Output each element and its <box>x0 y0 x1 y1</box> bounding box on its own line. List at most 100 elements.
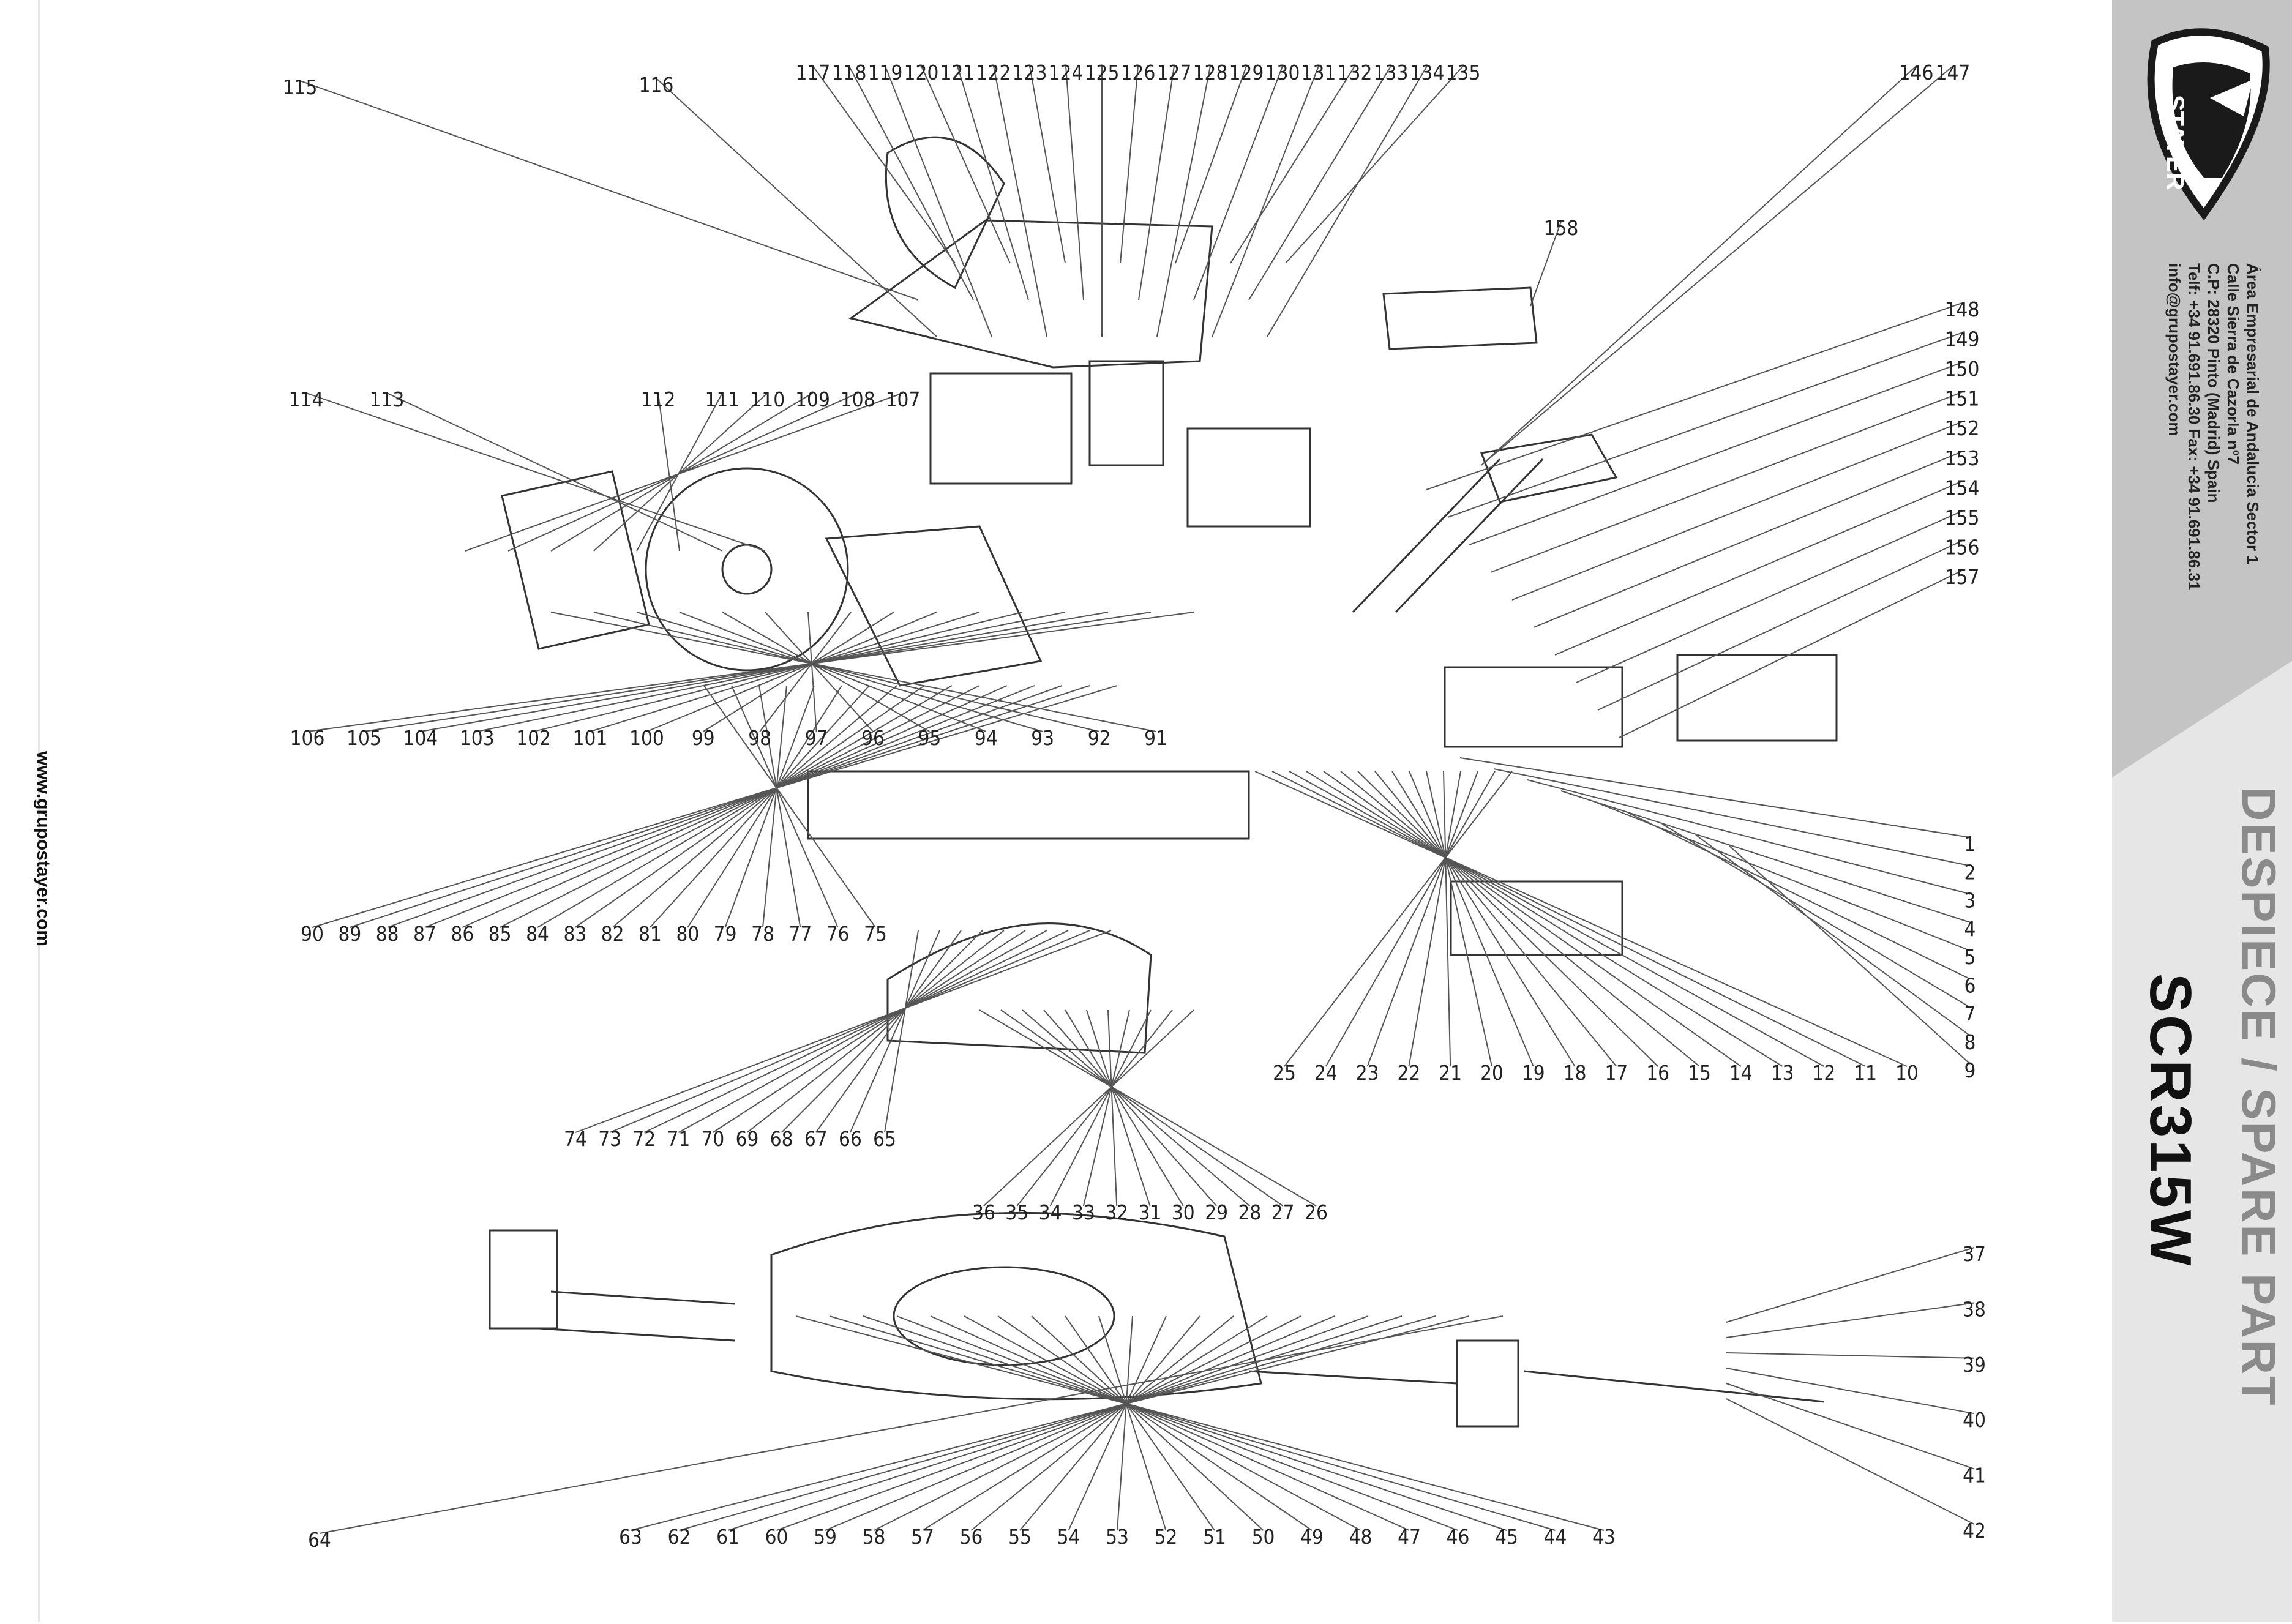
leader-line-134 <box>1267 65 1428 337</box>
slide-rod-a <box>1352 458 1501 613</box>
callout-label-153: 153 <box>1945 446 1980 470</box>
leader-line-107 <box>465 392 904 552</box>
leader-line-118 <box>848 65 974 301</box>
leader-line-85 <box>500 685 980 928</box>
callout-label-45: 45 <box>1495 1525 1518 1549</box>
table-top <box>848 219 1213 369</box>
callout-label-25: 25 <box>1273 1061 1296 1085</box>
callout-label-37: 37 <box>1963 1242 1986 1266</box>
leader-line-32 <box>1107 1009 1118 1207</box>
leader-line-114 <box>305 392 766 552</box>
leader-line-78 <box>762 685 787 928</box>
leader-line-111 <box>636 392 723 552</box>
leader-line-153 <box>1533 451 1963 628</box>
callout-label-29: 29 <box>1205 1200 1228 1224</box>
leader-line-86 <box>462 685 1008 928</box>
leader-line-103 <box>477 612 1066 732</box>
callout-label-55: 55 <box>1008 1525 1032 1549</box>
leader-line-54 <box>1068 1315 1167 1531</box>
leader-line-51 <box>1065 1315 1215 1531</box>
leader-line-20 <box>1426 771 1492 1067</box>
leader-line-74 <box>575 930 1112 1133</box>
leader-line-9 <box>1729 845 1971 1065</box>
callout-label-156: 156 <box>1945 535 1980 559</box>
leader-line-149 <box>1447 332 1963 518</box>
leader-line-122 <box>993 65 1047 337</box>
email-address[interactable]: info@grupostayer.com <box>2165 263 2184 436</box>
leader-line-42 <box>1726 1398 1975 1525</box>
callout-label-112: 112 <box>641 387 676 411</box>
accessory-158 <box>1382 286 1538 350</box>
leader-line-17 <box>1374 771 1617 1067</box>
callout-label-7: 7 <box>1964 1002 1976 1026</box>
callout-label-2: 2 <box>1964 860 1976 884</box>
leader-line-132 <box>1230 65 1355 264</box>
guard-block <box>929 372 1073 485</box>
leader-line-128 <box>1156 65 1211 337</box>
machine-parts-drawing <box>489 136 1838 1428</box>
callout-label-97: 97 <box>805 726 828 750</box>
leader-line-48 <box>964 1315 1361 1531</box>
leader-line-158 <box>1530 221 1562 307</box>
callout-label-14: 14 <box>1729 1061 1753 1085</box>
leader-line-40 <box>1726 1368 1975 1415</box>
callout-label-90: 90 <box>301 922 324 946</box>
callout-label-69: 69 <box>736 1127 759 1151</box>
leader-line-156 <box>1597 540 1963 711</box>
callout-label-5: 5 <box>1964 945 1976 969</box>
callout-label-42: 42 <box>1963 1519 1986 1543</box>
leader-line-71 <box>678 930 1047 1133</box>
leader-line-56 <box>970 1315 1234 1531</box>
leader-line-76 <box>731 685 839 928</box>
callout-label-100: 100 <box>629 726 664 750</box>
base-table <box>770 1211 1262 1401</box>
callout-label-104: 104 <box>403 726 438 750</box>
callout-label-82: 82 <box>601 922 624 946</box>
leader-line-150 <box>1469 362 1963 545</box>
leader-line-67 <box>815 930 962 1133</box>
leader-line-130 <box>1193 65 1283 301</box>
callout-label-19: 19 <box>1522 1061 1545 1085</box>
fence-bar <box>807 770 1250 840</box>
callout-label-1: 1 <box>1964 832 1976 856</box>
leader-line-13 <box>1306 771 1783 1067</box>
callout-label-35: 35 <box>1005 1200 1028 1224</box>
callout-label-41: 41 <box>1963 1464 1986 1487</box>
callout-label-125: 125 <box>1085 61 1120 84</box>
leader-line-102 <box>533 612 1023 732</box>
callout-label-81: 81 <box>639 922 662 946</box>
callout-label-24: 24 <box>1314 1061 1338 1085</box>
model-number: SCR315W <box>2138 973 2203 1268</box>
leader-line-65 <box>884 930 919 1133</box>
leader-line-50 <box>1031 1315 1264 1531</box>
leader-line-75 <box>703 685 876 928</box>
turntable-disc <box>893 1266 1115 1366</box>
callout-label-27: 27 <box>1271 1200 1295 1224</box>
callout-label-66: 66 <box>839 1127 862 1151</box>
callout-label-21: 21 <box>1439 1061 1462 1085</box>
leader-line-155 <box>1576 510 1963 683</box>
callout-label-110: 110 <box>750 387 785 411</box>
leader-line-33 <box>1082 1009 1130 1207</box>
callout-label-103: 103 <box>460 726 495 750</box>
leader-line-120 <box>921 65 1011 264</box>
callout-label-119: 119 <box>868 61 903 84</box>
leader-line-59 <box>825 1315 1335 1531</box>
callout-label-151: 151 <box>1945 387 1980 411</box>
right-rail-b <box>1524 1370 1825 1403</box>
leader-line-19 <box>1409 771 1534 1067</box>
leader-line-94 <box>679 612 987 732</box>
leader-line-55 <box>1019 1315 1200 1531</box>
leader-line-68 <box>781 930 983 1133</box>
callout-label-102: 102 <box>516 726 551 750</box>
callout-label-40: 40 <box>1963 1408 1986 1432</box>
callout-label-59: 59 <box>814 1525 837 1549</box>
leader-line-116 <box>656 78 937 337</box>
callout-label-149: 149 <box>1945 327 1980 351</box>
callout-label-124: 124 <box>1049 61 1084 84</box>
callout-label-75: 75 <box>864 922 887 946</box>
callout-label-64: 64 <box>308 1528 331 1552</box>
callout-label-71: 71 <box>667 1127 690 1151</box>
